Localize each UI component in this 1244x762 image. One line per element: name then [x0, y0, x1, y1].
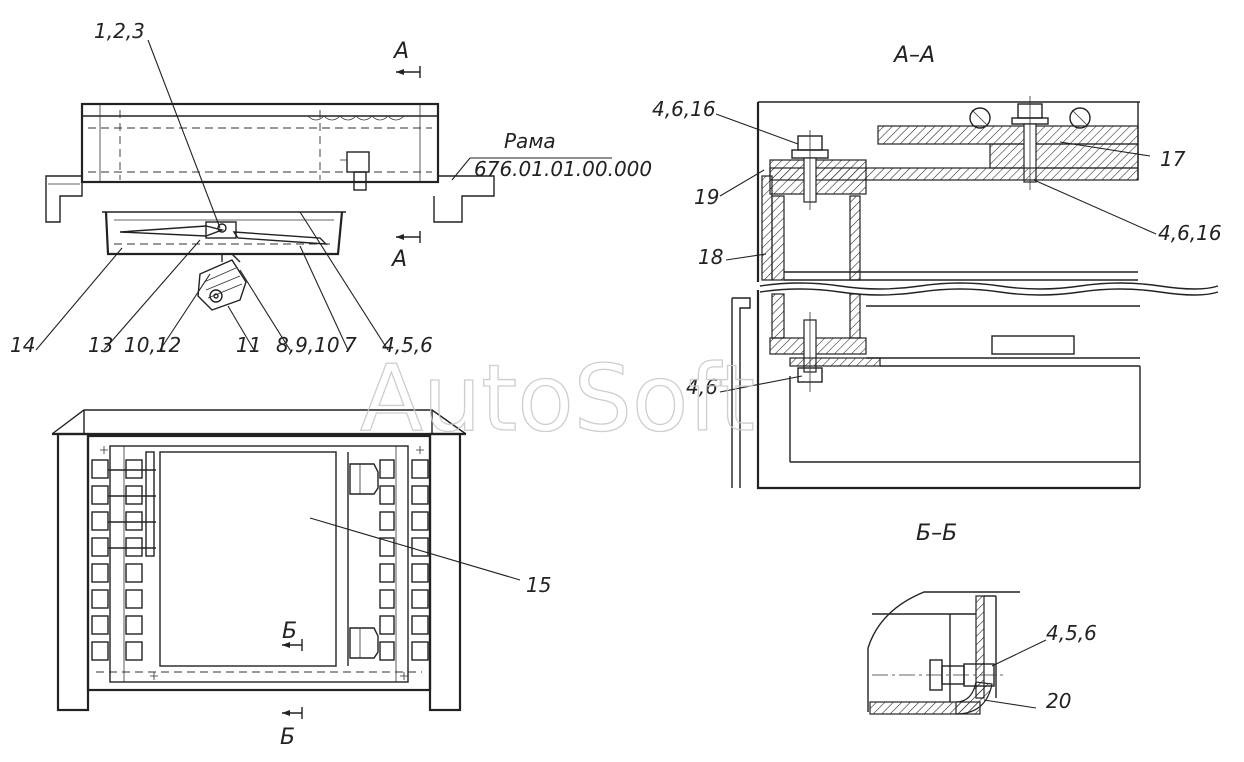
label-15: 15 [526, 573, 551, 597]
label-4-6-16-left: 4,6,16 [652, 97, 716, 121]
label-4-5-6-bb: 4,5,6 [1046, 621, 1097, 645]
label-17: 17 [1160, 147, 1186, 171]
watermark: AutoSoft [360, 345, 755, 452]
label-20: 20 [1046, 689, 1071, 713]
label-8-9-10: 8,9,10 [276, 333, 340, 357]
title-section-aa: А–А [892, 43, 935, 68]
section-aa-view [731, 96, 1219, 490]
label-1-2-3: 1,2,3 [94, 19, 145, 43]
label-section-a-bottom: А [390, 247, 407, 272]
title-section-bb: Б–Б [916, 521, 957, 546]
label-19: 19 [694, 185, 719, 209]
motor-assembly [197, 253, 247, 311]
side-view [45, 102, 495, 311]
callout-labels: 1,2,3 А А Рама 676.01.01.00.000 14 13 10… [10, 19, 1222, 750]
label-4-5-6: 4,5,6 [382, 333, 433, 357]
section-bb-view [867, 591, 1047, 715]
label-section-b-bottom: Б [280, 725, 295, 750]
label-7: 7 [344, 333, 357, 357]
leaders-section-aa [715, 113, 1157, 393]
label-4-6-16-right: 4,6,16 [1158, 221, 1222, 245]
section-mark-b [282, 639, 303, 719]
plan-view [51, 409, 467, 712]
label-section-a-top: А [392, 39, 409, 64]
leader-15 [309, 517, 521, 581]
label-section-b-mid: Б [282, 619, 297, 644]
label-10-12: 10,12 [124, 333, 181, 357]
leaders-side-view [35, 39, 612, 351]
label-13: 13 [88, 333, 113, 357]
label-14: 14 [10, 333, 35, 357]
label-18: 18 [698, 245, 723, 269]
label-frame-title: Рама [504, 129, 556, 153]
label-4-6: 4,6 [686, 375, 718, 399]
section-mark-a [396, 66, 421, 243]
label-frame-code: 676.01.01.00.000 [474, 157, 652, 181]
label-11: 11 [236, 333, 261, 357]
